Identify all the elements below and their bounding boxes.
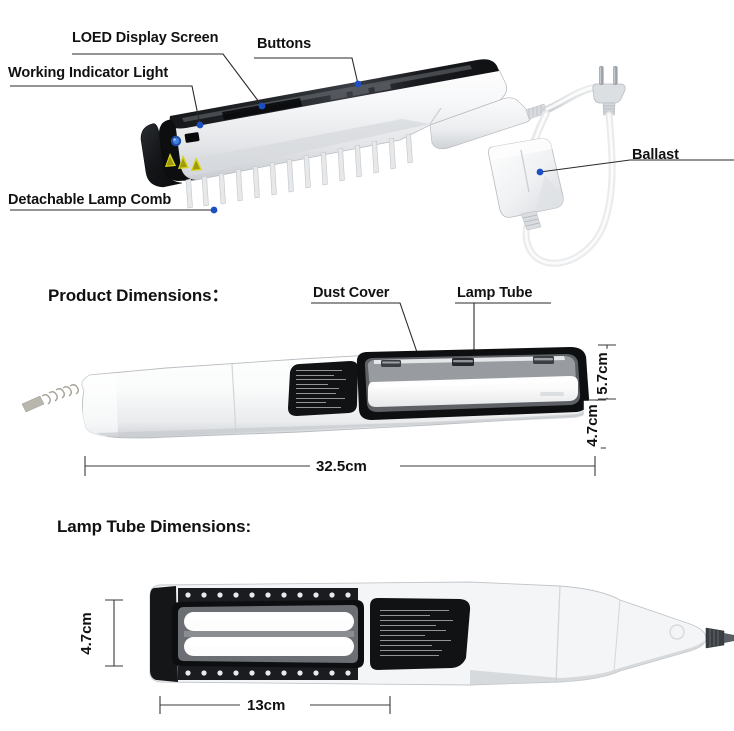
dimension-product-length: 32.5cm [311, 458, 372, 475]
ballast-body [488, 138, 564, 231]
device-end-cap [140, 119, 202, 188]
detachable-lamp-comb-teeth [185, 133, 413, 209]
marker-working-indicator-light [196, 121, 204, 129]
callout-dust-cover: Dust Cover [313, 285, 390, 301]
power-cord-and-ballast [488, 66, 626, 267]
callout-lamp-tube: Lamp Tube [457, 285, 533, 301]
dimension-product-height-inner: 4.7cm [583, 401, 601, 450]
loed-display-screen-surface [222, 98, 302, 120]
mid-lamp-tube [368, 376, 578, 407]
marker-dust-cover [415, 354, 423, 362]
marker-buttons [354, 80, 362, 88]
comb-socket-rows [178, 588, 358, 680]
mid-spec-label-text [292, 364, 354, 414]
dust-cover-clips [381, 356, 554, 367]
dimension-lamp-window-width: 13cm [242, 697, 291, 714]
power-plug [592, 66, 626, 116]
callout-leader-lines [10, 53, 734, 384]
bottom-spec-label-text [376, 603, 462, 663]
callout-working-indicator-light: Working Indicator Light [8, 65, 169, 81]
top-device-body [163, 59, 532, 181]
warning-triangles [165, 153, 202, 171]
button-cluster [330, 82, 391, 100]
bottom-lamp-tube-lower [184, 637, 354, 656]
mid-cord-strain-relief [21, 384, 79, 413]
marker-ballast [536, 168, 544, 176]
bottom-lamp-tube-upper [184, 612, 354, 631]
dimension-lamp-window-height: 4.7cm [77, 609, 95, 658]
marker-detachable-lamp-comb [210, 206, 218, 214]
marker-lamp-tube [470, 380, 478, 388]
dimension-product-height-outer: 5.7cm [593, 349, 611, 398]
callout-loed-display-screen: LOED Display Screen [72, 30, 219, 46]
callout-ballast: Ballast [632, 147, 679, 163]
callout-buttons: Buttons [257, 36, 312, 52]
callout-markers [196, 80, 544, 388]
heading-lamp-tube-dimensions: Lamp Tube Dimensions: [57, 517, 252, 536]
heading-product-dimensions: Product Dimensions： [48, 286, 229, 305]
marker-loed-display-screen [258, 102, 266, 110]
working-indicator-light-lamp [170, 135, 182, 147]
callout-detachable-lamp-comb: Detachable Lamp Comb [8, 192, 172, 208]
